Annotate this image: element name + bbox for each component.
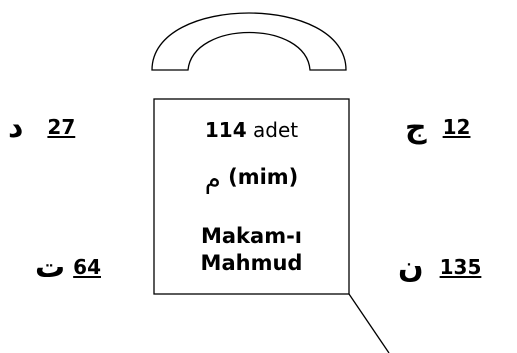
letter-line: م (mim) <box>154 162 349 195</box>
corner-value: 27 <box>47 115 76 139</box>
corner-letter: ج <box>405 110 427 145</box>
count-line: 114 adet <box>154 118 349 142</box>
count-number: 114 <box>204 118 247 142</box>
place-name: Makam-ı Mahmud <box>154 223 349 277</box>
corner-value: 135 <box>439 255 482 279</box>
center-letter-name: (mim) <box>228 165 299 189</box>
corner-top-right: ج 12 <box>405 110 470 145</box>
pointer-line <box>348 293 390 353</box>
corner-bottom-right: ن 135 <box>398 250 481 285</box>
corner-value: 64 <box>73 255 101 279</box>
corner-bottom-left: ت 64 <box>35 250 101 285</box>
center-arabic-letter: م <box>204 165 221 195</box>
lock-shackle <box>151 12 347 71</box>
corner-letter: ن <box>398 250 424 285</box>
lock-body-content: 114 adet م (mim) Makam-ı Mahmud <box>154 99 349 294</box>
place-line-2: Mahmud <box>200 251 303 275</box>
corner-letter: ت <box>35 250 66 285</box>
corner-value: 12 <box>442 115 471 139</box>
place-line-1: Makam-ı <box>200 224 302 248</box>
corner-letter: د <box>8 110 24 145</box>
lock-body <box>153 98 350 295</box>
count-unit: adet <box>253 118 299 142</box>
corner-top-left: د 27 <box>8 110 75 145</box>
